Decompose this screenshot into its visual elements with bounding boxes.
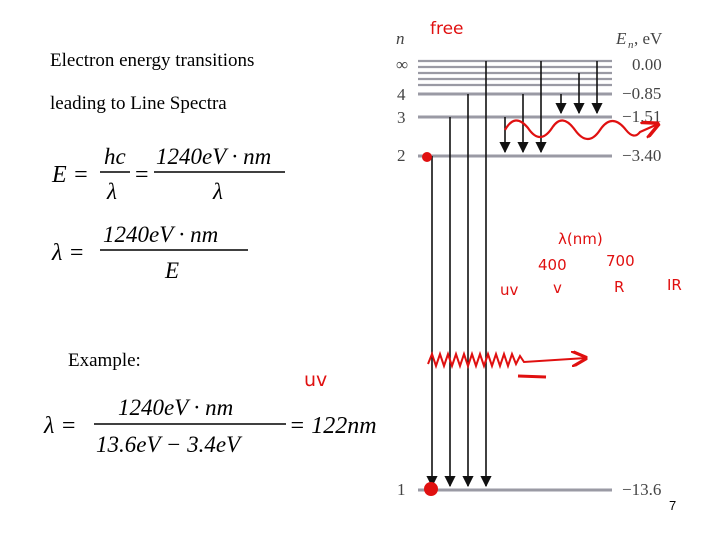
annotation-700: 700 [606, 252, 635, 270]
level-energy-infinity: 0.00 [632, 55, 662, 74]
title-line-1: Electron energy transitions [50, 50, 255, 71]
energy-header: E [615, 29, 627, 48]
eq1-lhs: E = [51, 162, 89, 188]
eq3-lhs: λ = [43, 413, 77, 439]
annotation-400: 400 [538, 256, 567, 274]
photon-wave-balmer [504, 119, 658, 141]
page-number: 7 [669, 498, 677, 513]
eq1-equals: = [135, 162, 149, 188]
balmer-series-arrows [499, 61, 547, 154]
level-n-4: 4 [397, 85, 406, 104]
level-energy-2: −3.40 [622, 146, 661, 165]
electron-dot-n2 [422, 152, 432, 162]
title-line-2: leading to Line Spectra [50, 93, 227, 114]
annotation-r: R [614, 278, 624, 296]
level-energy-1: −13.6 [622, 480, 661, 499]
red-dash-mark [517, 374, 547, 379]
example-label: Example: [68, 350, 141, 371]
eq1-numerator: 1240eV · nm [156, 144, 271, 169]
annotation-free: free [430, 19, 464, 39]
equation-energy: E = hc λ = 1240eV · nm λ [51, 144, 285, 204]
paschen-series-arrows [555, 61, 603, 115]
level-energy-3: −1.51 [622, 107, 661, 126]
level-n-infinity: ∞ [396, 55, 408, 74]
electron-dot-n1 [424, 482, 438, 496]
n-header: n [396, 29, 405, 48]
photon-wave-uv [427, 354, 586, 370]
eq2-lhs: λ = [51, 240, 85, 266]
eq3-denominator: 13.6eV − 3.4eV [96, 432, 243, 457]
eq1-lambda: λ [106, 179, 117, 204]
equation-wavelength: λ = 1240eV · nm E [51, 222, 248, 283]
eq2-denominator: E [164, 258, 179, 283]
level-n-1: 1 [397, 480, 406, 499]
handwritten-annotations: free λ(nm) 400 700 uv v R IR uv [304, 19, 682, 496]
equation-example: λ = 1240eV · nm 13.6eV − 3.4eV = 122nm [43, 395, 377, 457]
annotation-uv-small: uv [500, 281, 519, 299]
level-n-3: 3 [397, 108, 406, 127]
eq3-numerator: 1240eV · nm [118, 395, 233, 420]
eq3-result: = 122nm [289, 413, 377, 439]
eq1-denominator: λ [212, 179, 223, 204]
lyman-series-arrows [426, 61, 492, 488]
continuum-lines [418, 59, 612, 87]
energy-header-unit: , eV [634, 29, 663, 48]
eq1-hc: hc [104, 144, 126, 169]
eq2-numerator: 1240eV · nm [103, 222, 218, 247]
energy-header-subscript: n [628, 39, 634, 51]
annotation-ir: IR [667, 276, 682, 294]
annotation-uv-main: uv [304, 369, 327, 391]
level-n-2: 2 [397, 146, 406, 165]
level-energy-4: −0.85 [622, 84, 661, 103]
annotation-lambda-nm: λ(nm) [558, 230, 603, 248]
annotation-v: v [553, 279, 562, 297]
